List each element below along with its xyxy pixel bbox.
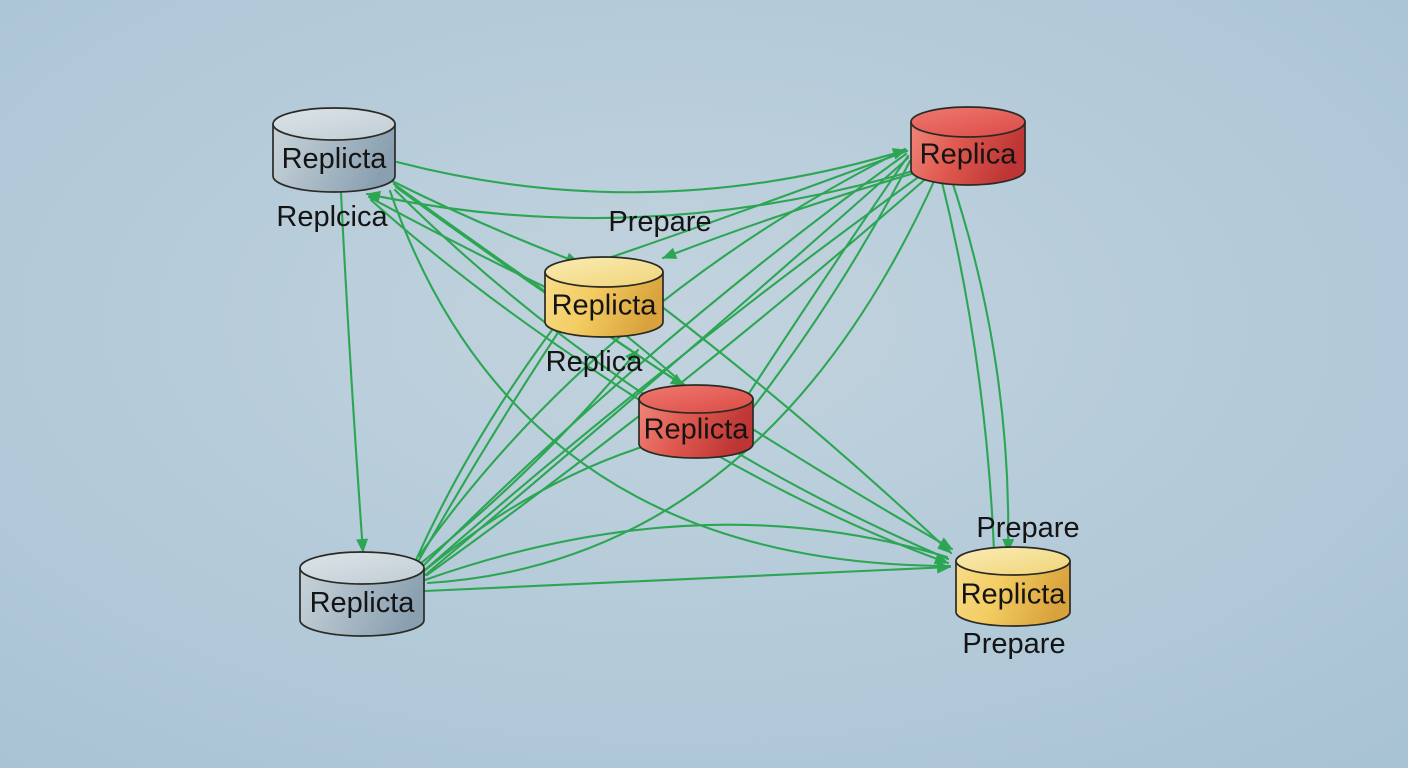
edge-replica-mid-right-to-replica-top-right	[742, 154, 910, 403]
replica-top-right-top	[910, 106, 1026, 138]
replica-top-left-top	[272, 107, 396, 141]
edge-replica-mid-right-to-replica-top-right	[750, 159, 912, 411]
label-prepare-top: Prepare	[608, 206, 711, 238]
edge-replica-bottom-left-to-replica-top-right	[419, 152, 908, 570]
replica-bottom-right-body	[955, 560, 1071, 627]
edge-replica-top-right-to-replica-bottom-left	[426, 175, 938, 585]
replica-top-left: Replicta	[272, 107, 396, 193]
replica-top-left-body	[272, 123, 396, 193]
replica-center-body	[544, 271, 664, 338]
label-prepare-right: Prepare	[976, 512, 1079, 544]
replica-bottom-right-label: Replicta	[961, 579, 1067, 611]
edge-replica-top-right-to-replica-bottom-left	[425, 173, 932, 577]
edge-replica-top-left-to-replica-bottom-left	[339, 191, 369, 554]
label-prepare-bottom: Prepare	[962, 628, 1065, 660]
replica-top-right: Replica	[910, 106, 1026, 186]
replica-bottom-left-top	[299, 551, 425, 585]
replica-center-top	[544, 256, 664, 288]
edge-replica-center-to-replica-bottom-left	[414, 324, 557, 562]
edge-replica-mid-right-to-replica-top-left	[369, 198, 651, 408]
replica-mid-right-body	[638, 398, 754, 459]
replica-bottom-left-label: Replicta	[310, 587, 416, 619]
edge-replica-bottom-left-to-replica-center	[418, 348, 640, 566]
edge-replica-center-to-replica-top-right	[583, 149, 909, 268]
edge-replica-bottom-left-to-replica-bottom-right	[423, 561, 952, 593]
replica-bottom-left-body	[299, 567, 425, 637]
edge-replica-mid-right-to-replica-bottom-right	[704, 447, 950, 565]
label-replica-mid: Replica	[546, 346, 644, 378]
edge-replica-top-right-to-replica-bottom-left	[424, 171, 926, 571]
edge-replica-top-left-to-replica-center	[390, 179, 581, 265]
edge-replica-bottom-left-to-replica-bottom-right	[420, 523, 949, 583]
edge-replica-top-left-to-replica-bottom-right	[388, 189, 952, 568]
replica-center-label: Replicta	[552, 290, 658, 322]
replica-center: Replicta	[544, 256, 664, 338]
edge-replica-top-left-to-replica-top-right	[395, 148, 908, 194]
edge-replica-bottom-left-to-replica-center	[417, 326, 563, 562]
edge-replica-center-to-replica-bottom-right	[659, 304, 953, 555]
edge-replica-top-right-to-replica-bottom-right	[949, 176, 1015, 554]
edge-replica-bottom-left-to-replica-mid-right	[421, 444, 647, 574]
replica-mid-right: Replicta	[638, 384, 754, 459]
replica-bottom-right-top	[955, 546, 1071, 576]
edge-replica-top-right-to-replica-center	[661, 170, 920, 260]
replica-top-right-body	[910, 121, 1026, 186]
replica-bottom-left: Replicta	[299, 551, 425, 637]
edge-layer	[339, 147, 1015, 593]
edge-replica-top-right-to-replica-top-left	[365, 168, 918, 220]
label-replcica: Replcica	[276, 201, 388, 233]
replica-top-left-label: Replicta	[282, 143, 388, 175]
edge-replica-top-left-to-replica-bottom-right	[394, 185, 954, 551]
edge-replica-top-right-to-replica-bottom-right	[939, 176, 996, 553]
replica-mid-right-label: Replicta	[644, 414, 750, 446]
replica-top-right-label: Replica	[920, 139, 1018, 171]
replica-bottom-right: Replicta	[955, 546, 1071, 627]
replica-mid-right-top	[638, 384, 754, 414]
